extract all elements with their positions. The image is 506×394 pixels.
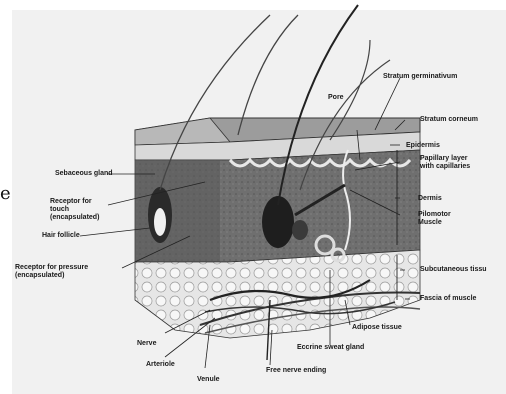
hair-follicle-left-core xyxy=(154,208,166,236)
label-fascia-of-muscle: Fascia of muscle xyxy=(420,295,476,303)
label-adipose-tissue: Adipose tissue xyxy=(352,324,402,332)
label-nerve: Nerve xyxy=(137,340,156,348)
label-venule: Venule xyxy=(197,376,220,384)
label-subcutaneous-tissue: Subcutaneous tissu xyxy=(420,266,487,274)
edge-text-fragment: e xyxy=(0,183,11,204)
follicle-bulb xyxy=(292,220,308,240)
label-pore: Pore xyxy=(328,94,344,102)
label-receptor-pressure: Receptor for pressure (encapsulated) xyxy=(15,264,125,280)
dermis-side-face xyxy=(135,160,220,262)
label-arteriole: Arteriole xyxy=(146,361,175,369)
label-epidermis: Epidermis xyxy=(406,142,440,150)
label-pilomotor-muscle: Pilomotor Muscle xyxy=(418,211,468,227)
label-stratum-corneum: Stratum corneum xyxy=(420,116,478,124)
label-eccrine-sweat-gland: Eccrine sweat gland xyxy=(297,344,364,352)
label-sebaceous-gland: Sebaceous gland xyxy=(55,170,113,178)
label-dermis: Dermis xyxy=(418,195,442,203)
label-papillary-layer: Papillary layer with capillaries xyxy=(420,155,480,171)
label-hair-follicle: Hair follicle xyxy=(42,232,80,240)
label-free-nerve-ending: Free nerve ending xyxy=(266,367,326,375)
label-stratum-germinativum: Stratum germinativum xyxy=(383,73,457,81)
label-receptor-touch: Receptor for touch (encapsulated) xyxy=(50,198,112,222)
